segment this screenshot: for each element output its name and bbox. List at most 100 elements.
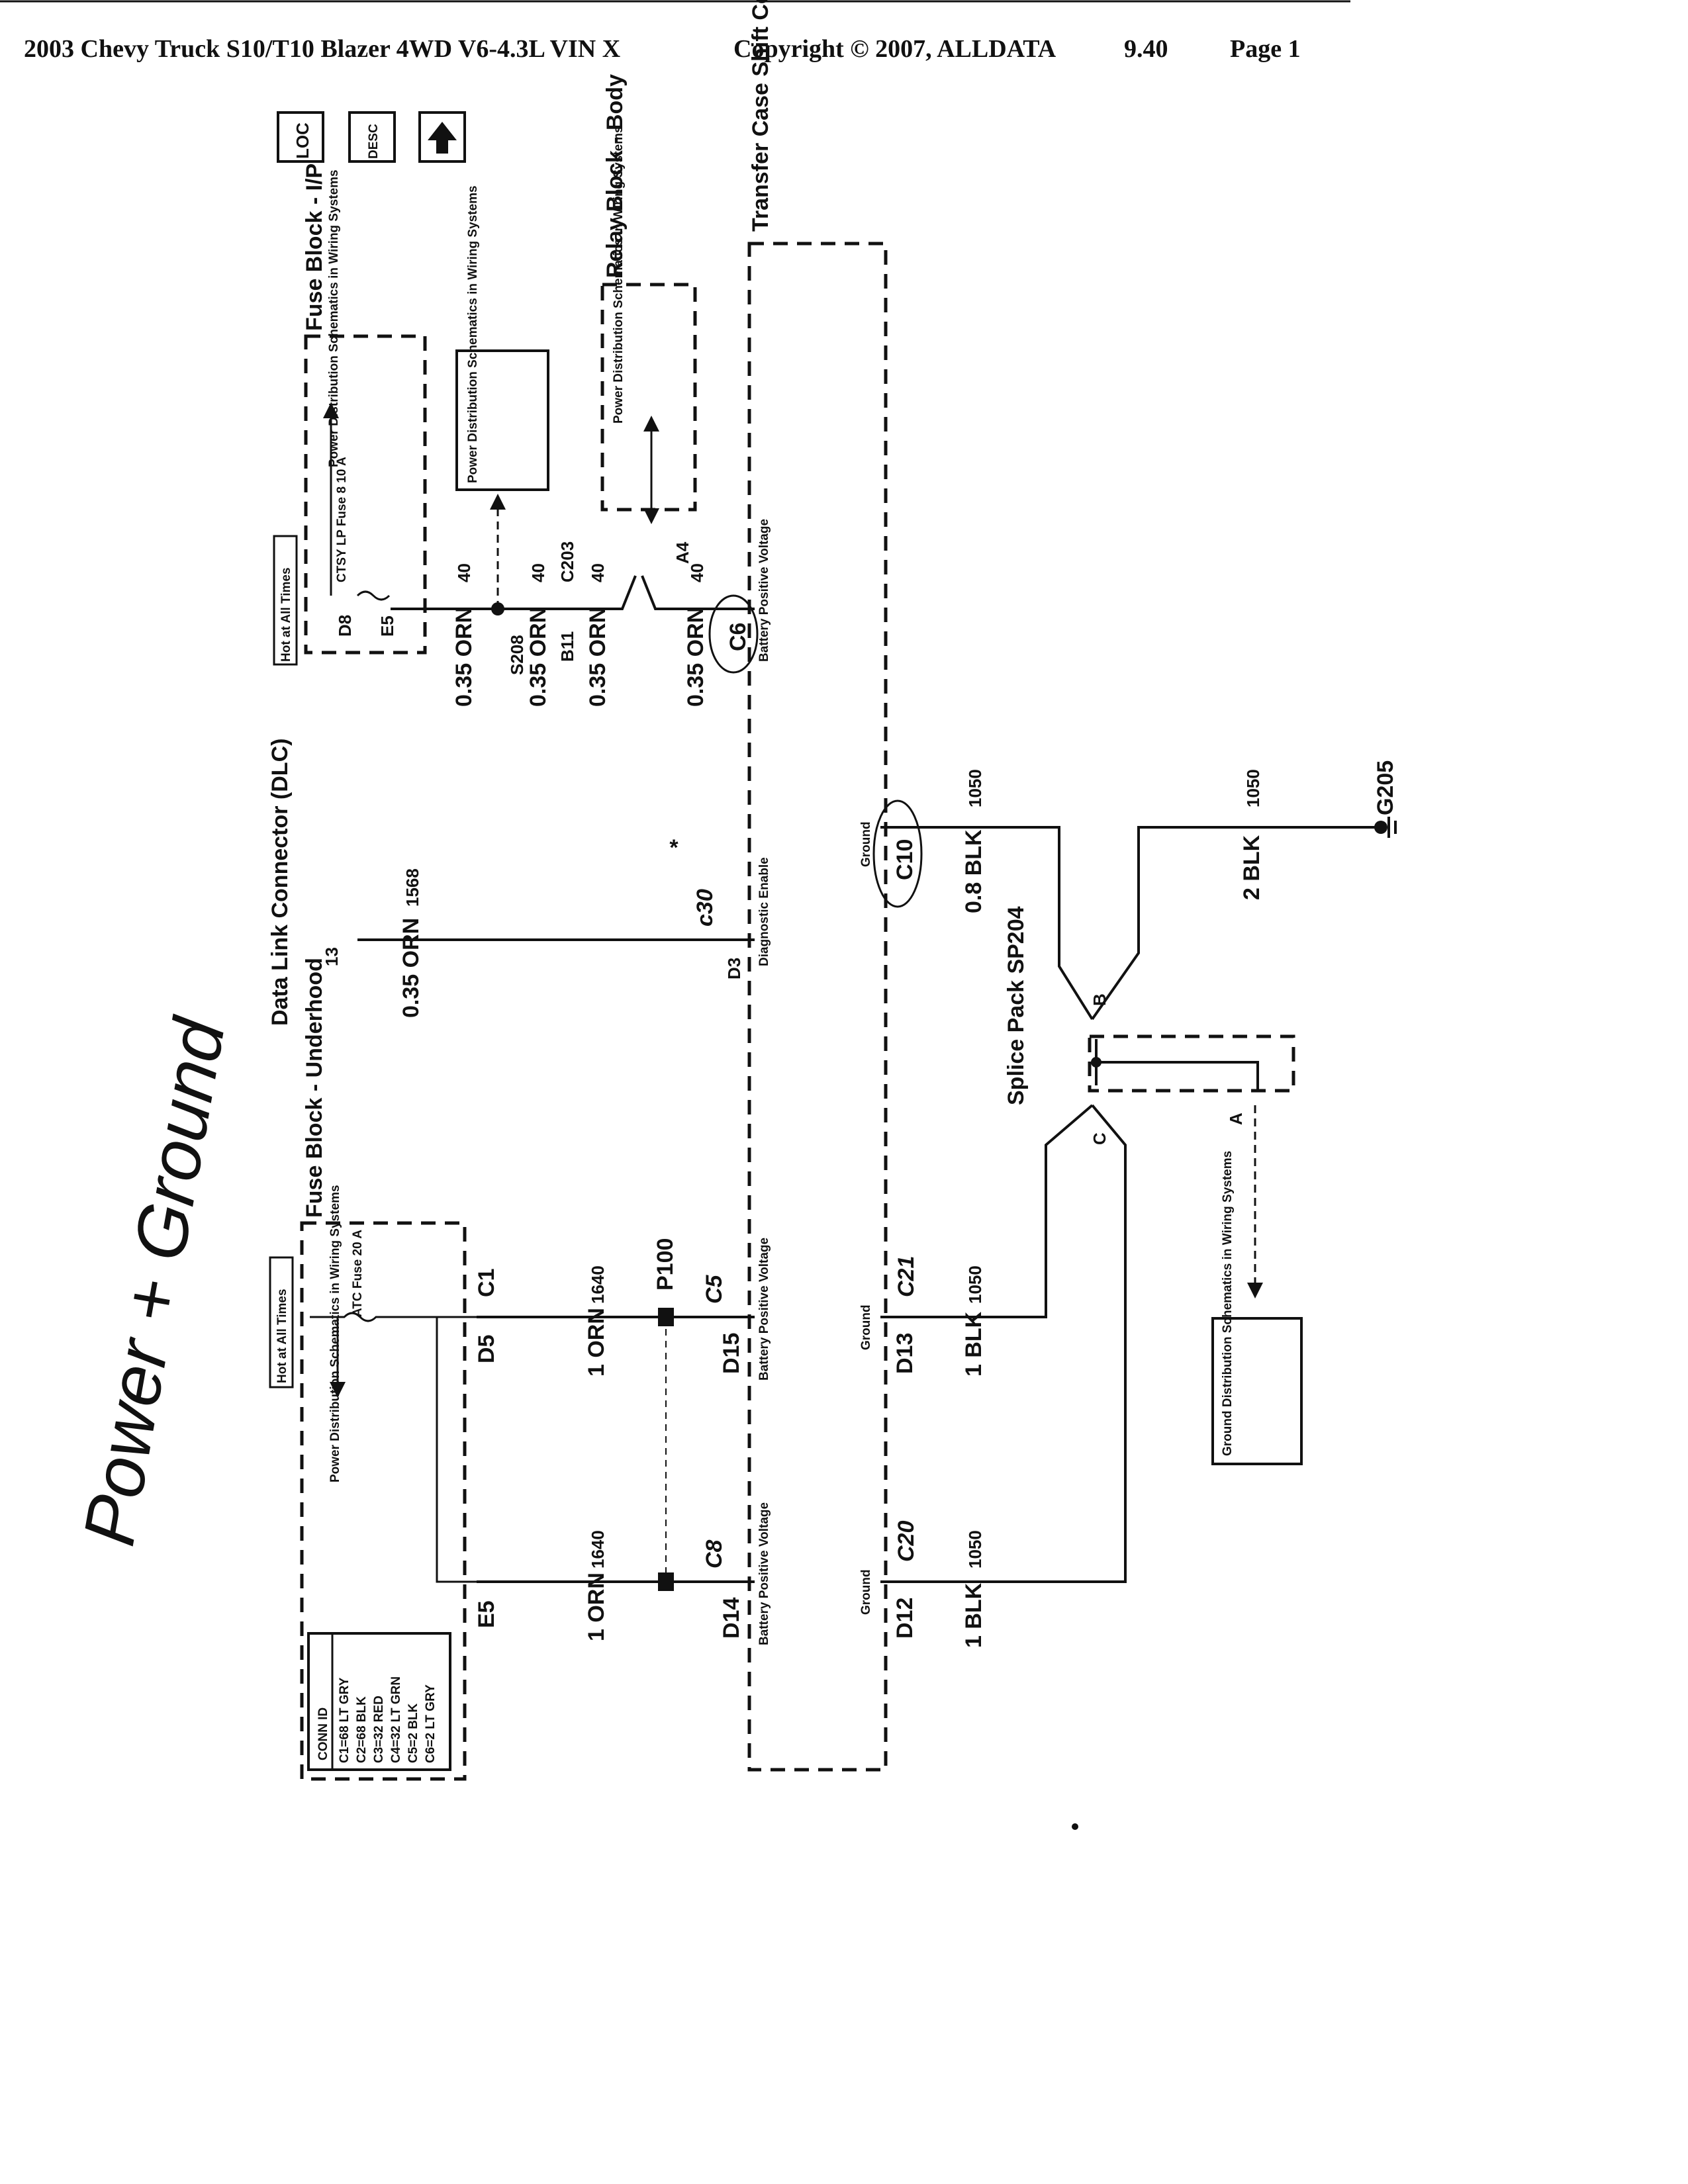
wire-label-dlc: 0.35 ORN (399, 918, 424, 1018)
wire-label-d13: 1 BLK (961, 1311, 986, 1377)
circuit-1640-d15: 1640 (588, 1265, 608, 1304)
wire-label-c203: 0.35 ORN (585, 607, 610, 707)
conn-id-title: CONN ID (316, 1707, 330, 1760)
loc-button[interactable]: LOC (277, 111, 324, 163)
pin-d8: D8 (335, 615, 355, 637)
tccm-label: Transfer Case Shift Control Module (748, 0, 773, 232)
power-dist-underhood: Power Distribution Schematics in Wiring … (328, 1185, 342, 1482)
fuse-block-ip-label: Fuse Block - I/P (302, 163, 327, 331)
conn-id-row: C2=68 BLK (355, 1696, 369, 1763)
power-dist-s208: Power Distribution Schematics in Wiring … (466, 185, 480, 483)
up-button[interactable] (418, 111, 466, 163)
conn-id-row: C3=32 RED (372, 1696, 386, 1763)
wire-g205 (1091, 826, 1377, 1021)
ground-label-d12: Ground (859, 1569, 873, 1615)
diag-enable-label: Diagnostic Enable (757, 857, 771, 966)
pin-c1: C1 (474, 1269, 499, 1297)
pin-c203: C203 (557, 541, 577, 582)
wire-top-circuit (391, 575, 718, 610)
handwritten-star: * (669, 835, 679, 860)
pin-d13: D13 (892, 1333, 917, 1374)
batt-voltage-d14: Battery Positive Voltage (757, 1502, 771, 1645)
arrow-up-icon (428, 122, 457, 154)
fuse-symbol-ip (356, 590, 391, 601)
pin-g205: G205 (1373, 760, 1398, 815)
circuit-40-a: 40 (454, 563, 474, 582)
atc-fuse-label: ATC Fuse 20 A (351, 1230, 365, 1317)
tccm-box (747, 242, 888, 1772)
ground-dist-label: Ground Distribution Schematics in Wiring… (1221, 1151, 1235, 1456)
wire-label-s208-left: 0.35 ORN (451, 607, 477, 707)
ground-g205-symbol (1374, 821, 1387, 834)
pin-splice-c: C (1090, 1132, 1109, 1145)
batt-voltage-d15: Battery Positive Voltage (757, 1238, 771, 1381)
wire-label-b11: 0.35 ORN (526, 607, 551, 707)
pin-d3: D3 (724, 958, 744, 979)
wire-label-c6: 0.35 ORN (683, 607, 708, 707)
power-dist-relay: Power Distribution Schematics in Wiring … (612, 126, 626, 424)
fuse-block-ip-box (304, 334, 427, 655)
power-dist-ip: Power Distribution Schematics in Wiring … (327, 169, 341, 467)
pin-b11: B11 (557, 631, 577, 662)
pin-c10: C10 (892, 839, 917, 880)
conn-id-box (307, 1632, 451, 1771)
pin-e5-underhood: E5 (474, 1600, 499, 1628)
dlc-label: Data Link Connector (DLC) (267, 739, 293, 1026)
pin-a4: A4 (673, 541, 692, 564)
pin-splice-b: B (1090, 993, 1109, 1006)
hot-box-underhood (269, 1256, 294, 1388)
splice-pack-box (1088, 1034, 1295, 1093)
wire-c10-splice (880, 826, 1094, 1021)
pin-splice-a: A (1226, 1113, 1246, 1125)
handwritten-c20: C20 (894, 1521, 919, 1562)
hot-box-ip (273, 535, 298, 666)
desc-button[interactable]: DESC (348, 111, 396, 163)
desc-icon: DESC (367, 124, 381, 159)
handwritten-c21: C21 (894, 1256, 919, 1297)
handwritten-circle-c10 (872, 799, 923, 908)
pin-c6: C6 (726, 623, 751, 651)
wire-label-d14: 1 ORN (584, 1572, 609, 1641)
conn-id-row: C4=32 LT GRN (389, 1676, 403, 1763)
circuit-40-b: 40 (528, 563, 548, 582)
conn-id-row: C1=68 LT GRY (338, 1677, 352, 1763)
version: 9.40 (1124, 35, 1168, 63)
pin-s208: S208 (507, 635, 527, 675)
pin-d15: D15 (719, 1333, 744, 1374)
circuit-40-d: 40 (687, 563, 707, 582)
fuse-block-underhood-box (300, 1221, 467, 1781)
fuse-block-underhood-label: Fuse Block - Underhood (302, 958, 327, 1218)
handwritten-circle-c6 (708, 594, 759, 674)
pin-p100: P100 (653, 1238, 678, 1291)
p100-connector (658, 1308, 674, 1326)
circuit-1050-d13: 1050 (965, 1265, 985, 1304)
pin-e5-ip: E5 (377, 615, 397, 637)
circuit-1050-d12: 1050 (965, 1530, 985, 1569)
ground-dist-box (1211, 1317, 1303, 1465)
fuse-symbol-underhood (310, 1312, 477, 1322)
pin-d12: D12 (892, 1598, 917, 1639)
handwritten-c8: C8 (702, 1539, 727, 1569)
vehicle-title: 2003 Chevy Truck S10/T10 Blazer 4WD V6-4… (24, 35, 621, 63)
circuit-40-c: 40 (588, 563, 608, 582)
wire-label-d15: 1 ORN (584, 1308, 609, 1377)
handwritten-c30: c30 (692, 889, 718, 927)
page-header: 2003 Chevy Truck S10/T10 Blazer 4WD V6-4… (24, 34, 1546, 74)
pin-dlc-13: 13 (322, 947, 342, 966)
wire-label-d12: 1 BLK (961, 1582, 986, 1648)
loc-icon: LOC (293, 122, 312, 159)
page-number: Page 1 (1230, 35, 1301, 63)
pin-d14: D14 (719, 1598, 744, 1639)
ctsy-fuse-label: CTSY LP Fuse 8 10 A (335, 457, 349, 582)
pin-d5: D5 (474, 1335, 499, 1363)
circuit-1568: 1568 (402, 868, 422, 907)
conn-id-row: C6=2 LT GRY (424, 1684, 438, 1763)
relay-block-body-label: Relay Block - Body (602, 74, 628, 278)
power-dist-box-s208 (455, 349, 549, 491)
hot-at-all-times-ip: Hot at All Times (279, 567, 293, 662)
ground-label-d13: Ground (859, 1304, 873, 1350)
circuit-1640-d14: 1640 (588, 1530, 608, 1569)
wire-d13 (880, 1104, 1094, 1318)
wire-label-g205: 2 BLK (1239, 835, 1264, 900)
splice-s208 (491, 602, 504, 615)
